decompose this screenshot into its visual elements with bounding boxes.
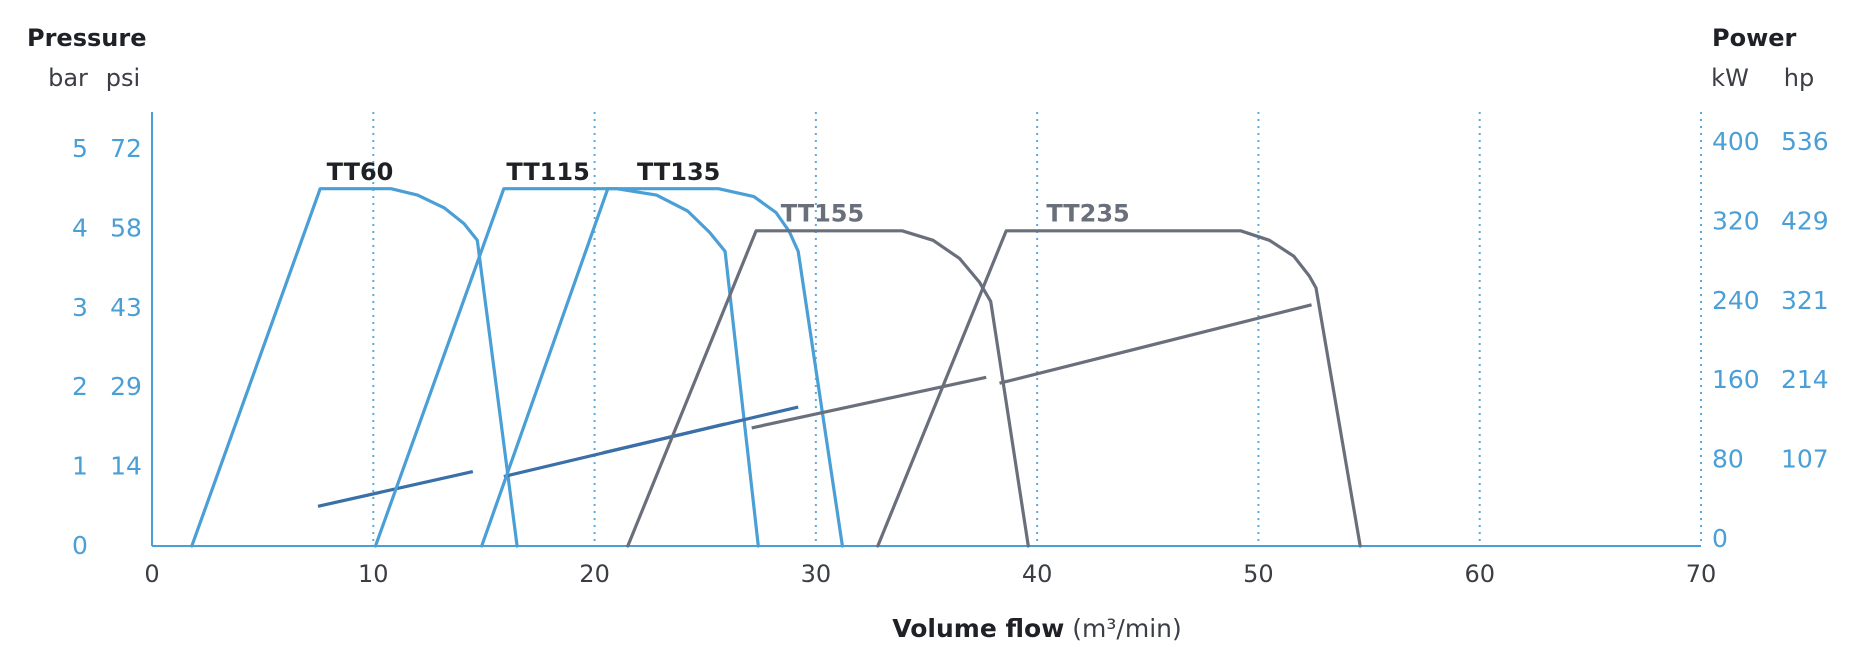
x-tick-label: 10: [358, 560, 389, 588]
x-axis-title: Volume flow (m³/min): [892, 614, 1182, 643]
kw-tick-label: 160: [1712, 365, 1760, 394]
power-line-tt155: [751, 375, 987, 430]
kw-tick-label: 80: [1712, 445, 1744, 474]
bar-tick-label: 2: [72, 372, 88, 401]
psi-tick-label: 43: [110, 293, 142, 322]
envelope-tt155: [626, 229, 1030, 548]
x-tick-label: 20: [579, 560, 610, 588]
hp-tick-label: 536: [1781, 127, 1829, 156]
series-layer: [190, 187, 1362, 548]
bar-tick-label: 4: [72, 213, 88, 242]
power-line-tt235: [999, 303, 1312, 385]
kw-tick-label: 400: [1712, 127, 1760, 156]
psi-tick-label: 29: [110, 372, 142, 401]
series-label-tt135: TT135: [637, 158, 720, 186]
x-tick-label: 0: [144, 560, 159, 588]
kw-tick-label: 320: [1712, 206, 1760, 235]
hp-tick-label: 321: [1781, 286, 1829, 315]
hp-tick-label: 429: [1781, 206, 1829, 235]
hp-tick-label: 214: [1781, 365, 1829, 394]
bar-tick-label: 1: [72, 452, 88, 481]
left-axis-title: Pressure: [27, 24, 146, 52]
grid-layer: [372, 112, 1702, 546]
psi-tick-label: 58: [110, 213, 142, 242]
right-unit-hp: hp: [1784, 64, 1814, 92]
label-layer: Pressure bar psi Power kW hp Volume flow…: [27, 24, 1814, 643]
envelope-tt60: [190, 187, 519, 548]
psi-tick-label: 14: [110, 452, 142, 481]
bar-tick-label: 0: [72, 531, 88, 560]
series-label-tt235: TT235: [1046, 200, 1129, 228]
x-axis-title-bold: Volume flow: [892, 614, 1064, 643]
x-tick-label: 70: [1686, 560, 1717, 588]
x-tick-label: 50: [1243, 560, 1274, 588]
envelope-tt135: [480, 187, 844, 548]
kw-tick-label: 240: [1712, 286, 1760, 315]
envelope-tt235: [876, 229, 1362, 548]
left-unit-bar: bar: [48, 64, 88, 92]
bar-tick-label: 5: [72, 134, 88, 163]
bar-tick-label: 3: [72, 293, 88, 322]
axis-layer: 0 10 20 30 40 50 60 70 0 1 14 2 29 3 43 4 58 5 72 0 80 107 160…: [72, 112, 1829, 588]
series-label-tt115: TT115: [506, 158, 589, 186]
psi-tick-label: 72: [110, 134, 142, 163]
x-tick-label: 60: [1464, 560, 1495, 588]
right-axis-title: Power: [1712, 24, 1797, 52]
right-unit-kw: kW: [1711, 64, 1749, 92]
kw-tick-label: 0: [1712, 524, 1728, 553]
x-tick-label: 30: [801, 560, 832, 588]
x-tick-label: 40: [1022, 560, 1053, 588]
x-axis-title-unit: (m³/min): [1072, 614, 1181, 643]
hp-tick-label: 107: [1781, 445, 1829, 474]
power-line-tt135: [603, 405, 799, 455]
series-label-tt60: TT60: [327, 158, 394, 186]
envelope-tt115: [373, 187, 760, 548]
left-unit-psi: psi: [106, 64, 140, 92]
series-label-tt155: TT155: [781, 200, 864, 228]
